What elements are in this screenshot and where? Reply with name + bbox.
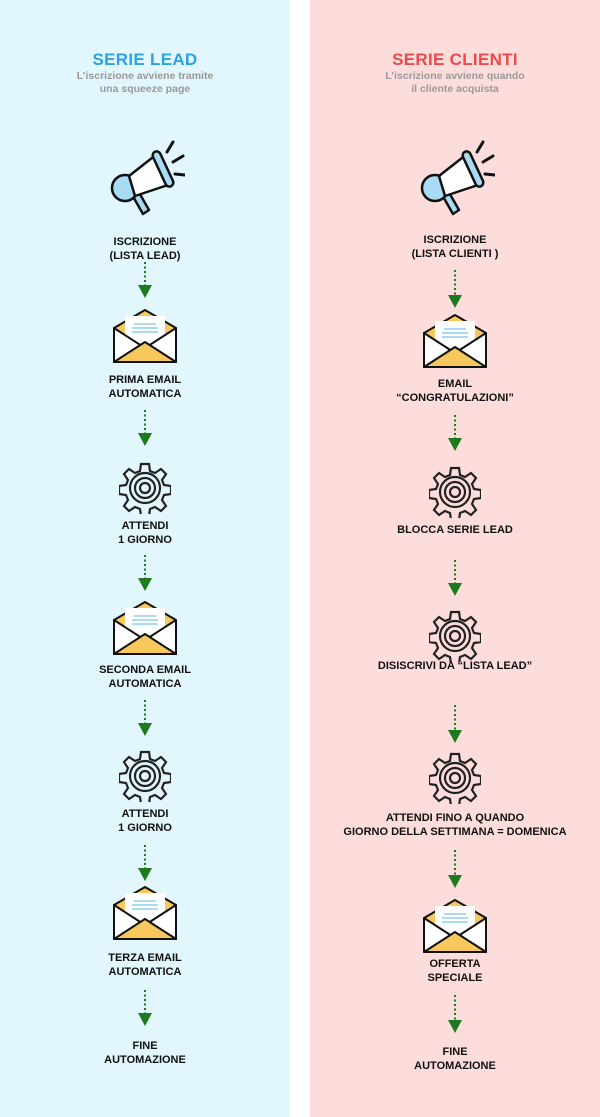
subtitle-line: L’iscrizione avviene tramite [76,70,214,82]
step-label-email: EMAIL“CONGRATULAZIONI” [310,378,600,405]
envelope-icon [422,313,488,374]
subtitle-line: L’iscrizione avviene quando [385,70,525,82]
step-label-line: ATTENDI FINO A QUANDO [385,812,525,824]
step-label-line: GIORNO DELLA SETTIMANA = DOMENICA [343,825,567,838]
lead-title: SERIE LEAD [92,50,198,69]
step-label-line: FINE [442,1046,468,1058]
flow-arrow-icon [137,555,153,596]
step-label-line: DISISCRIVI DA “LISTA LEAD” [377,660,533,672]
megaphone-icon [415,140,497,235]
step-label-step3: BLOCCA SERIE LEAD [310,524,600,538]
step-label-line: TERZA EMAIL [108,952,182,964]
flow-arrow-icon [137,410,153,451]
envelope-icon [422,898,488,959]
step-label-line: 1 GIORNO [118,821,172,834]
step-label-line: SPECIALE [427,971,483,984]
envelope-icon [112,885,178,946]
flow-arrow-icon [137,990,153,1031]
step-label-line: (LISTA CLIENTI ) [411,247,499,260]
step-label-line: ATTENDI [121,808,169,820]
flow-arrow-icon [447,705,463,748]
step-label-iscrizione: ISCRIZIONE(LISTA LEAD) [0,236,290,263]
serie-clienti-column: SERIE CLIENTI L’iscrizione avviene quand… [310,0,600,1117]
step-label-line: AUTOMAZIONE [104,1053,186,1066]
envelope-icon [112,308,178,369]
flow-arrow-icon [137,262,153,303]
flow-arrow-icon [447,850,463,893]
step-label-line: AUTOMATICA [108,677,182,690]
step-label-line: SECONDA EMAIL [99,664,191,676]
step-label-step4: DISISCRIVI DA “LISTA LEAD” [310,660,600,674]
gear-icon [427,466,483,523]
step-label-iscrizione: ISCRIZIONE(LISTA CLIENTI ) [310,234,600,261]
step-label-line: BLOCCA SERIE LEAD [397,524,513,536]
gear-icon [427,752,483,809]
step-label-line: OFFERTA [429,958,481,970]
flow-arrow-icon [447,995,463,1038]
envelope-icon [112,600,178,661]
flow-arrow-icon [447,560,463,601]
step-label-line: AUTOMAZIONE [414,1059,496,1072]
subtitle-line: una squeeze page [99,83,191,95]
step-label-line: “CONGRATULAZIONI” [396,391,514,404]
step-label-line: AUTOMATICA [108,965,182,978]
megaphone-icon [105,140,187,235]
step-label-line: FINE [132,1040,158,1052]
step-label-line: EMAIL [437,378,473,390]
flow-arrow-icon [447,415,463,456]
step-label-line: ISCRIZIONE [423,234,487,246]
step-label-line: 1 GIORNO [118,533,172,546]
flow-arrow-icon [137,700,153,741]
step-label-line: PRIMA EMAIL [108,374,182,386]
gear-icon [427,610,483,667]
step-label-line: ISCRIZIONE [113,236,177,248]
clienti-title: SERIE CLIENTI [392,50,518,69]
gear-icon [117,750,173,807]
step-label-line: ATTENDI [121,520,169,532]
gear-icon [117,462,173,519]
subtitle-line: il cliente acquista [411,83,499,95]
flow-arrow-icon [137,845,153,886]
step-label-line: (LISTA LEAD) [109,249,181,262]
flow-arrow-icon [447,270,463,313]
step-label-line: AUTOMATICA [108,387,182,400]
